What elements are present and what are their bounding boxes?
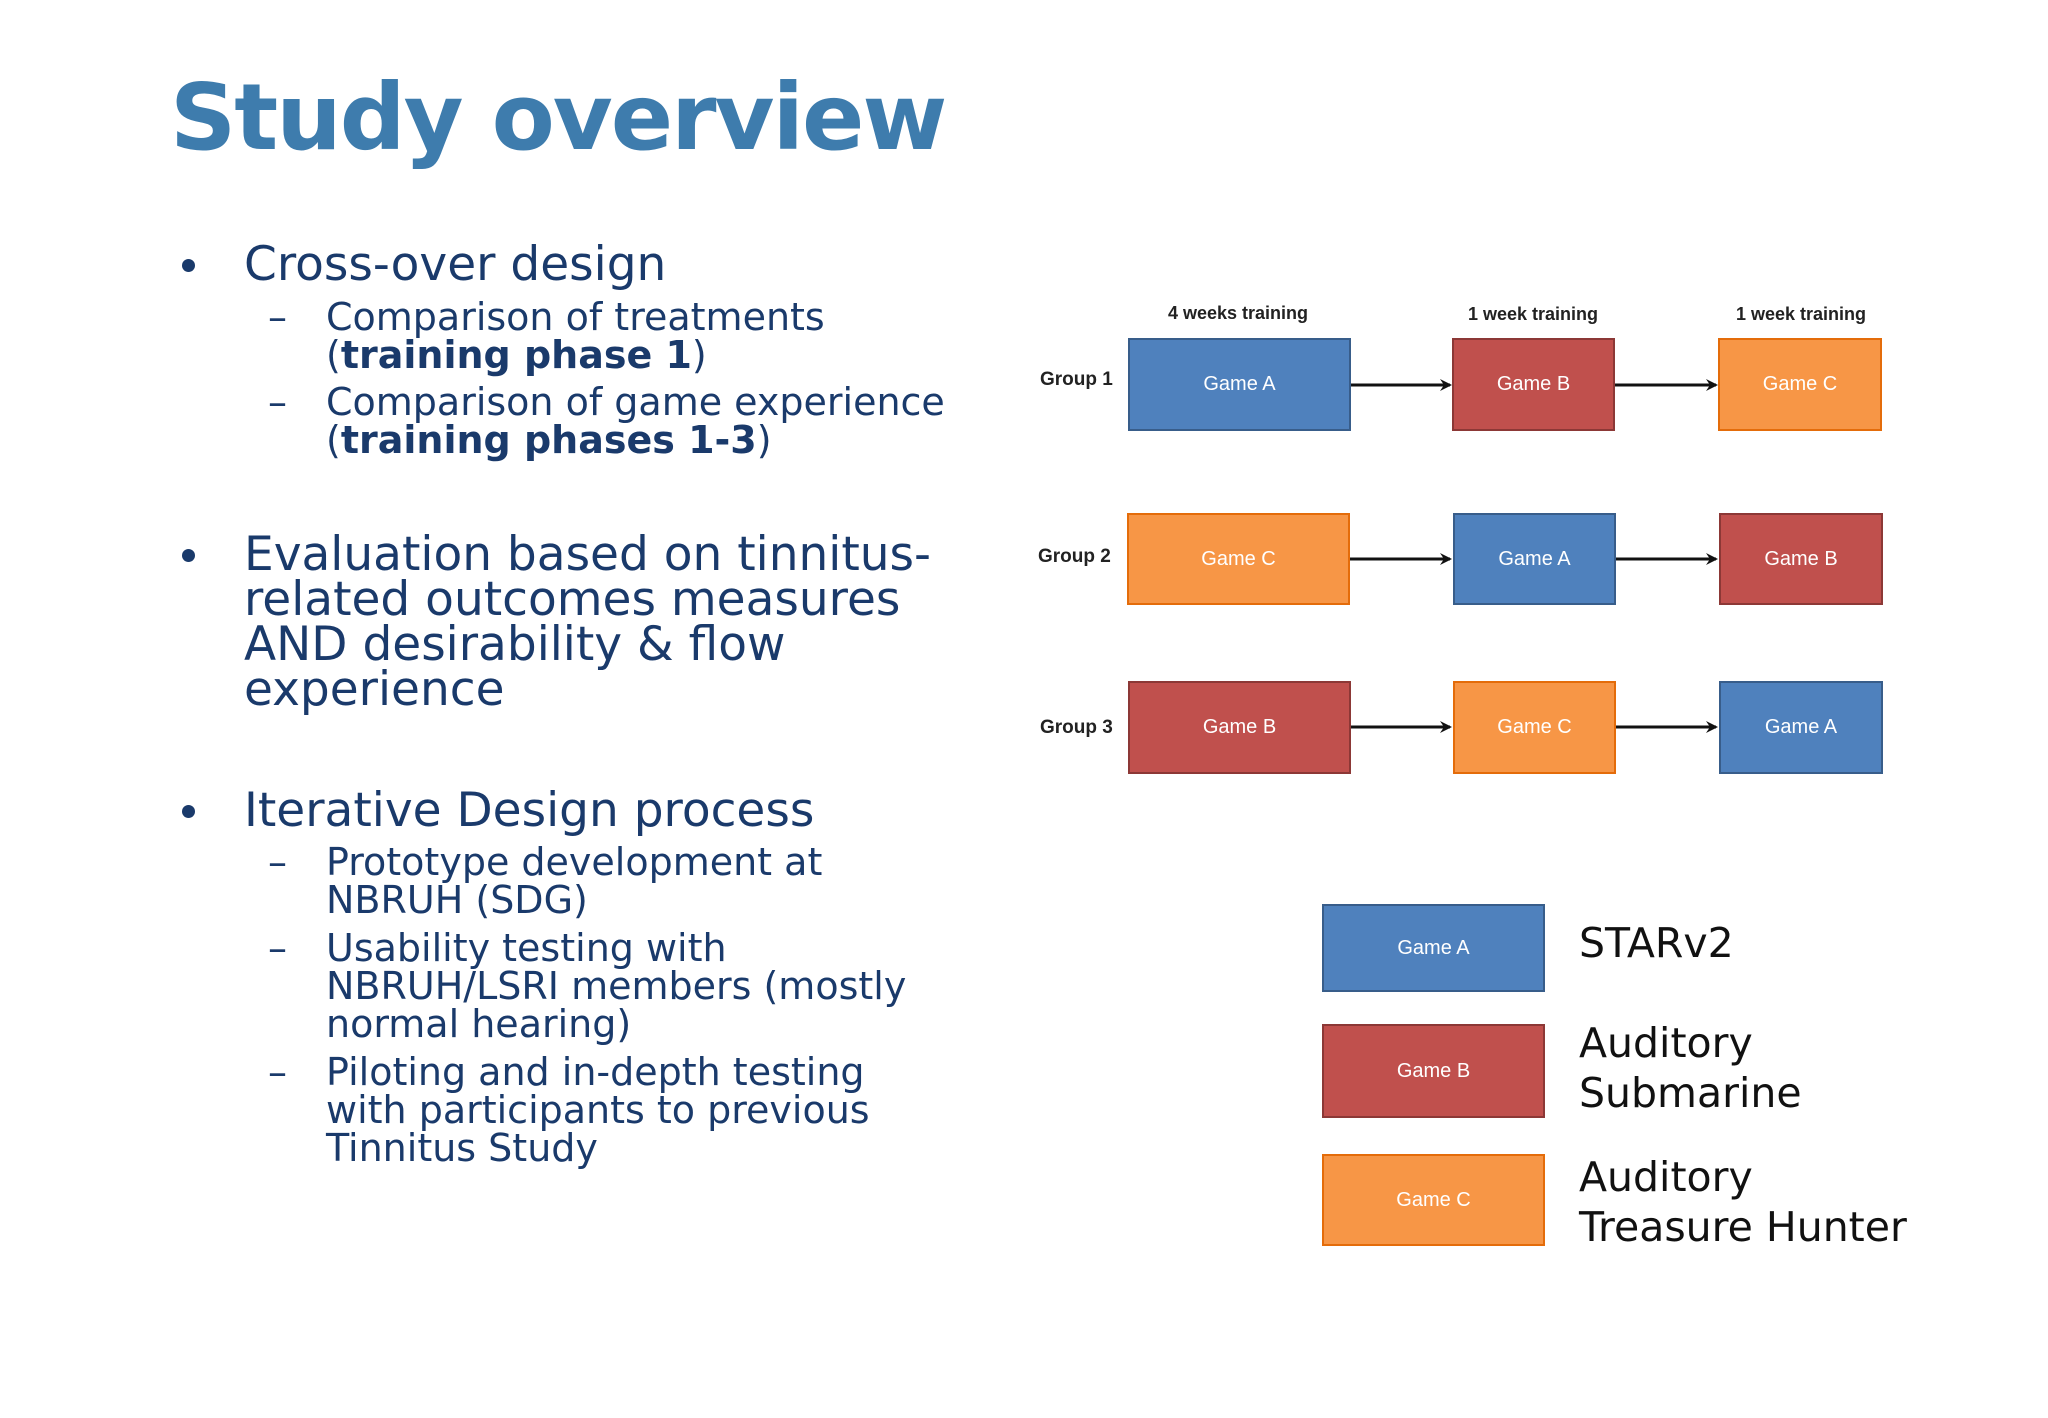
phase-label-2: 1 week training bbox=[1467, 304, 1599, 324]
group-1-phase-2-box: Game B bbox=[1452, 338, 1615, 431]
sub-3-3-line-1: Piloting and in-depth testing bbox=[326, 1050, 865, 1094]
sub-bullet-dash: – bbox=[268, 380, 287, 424]
group-2-phase-2-box: Game A bbox=[1453, 513, 1616, 605]
legend-label-game-b: Auditory Submarine bbox=[1579, 1018, 1802, 1118]
sub-1-1-line-1: Comparison of treatments bbox=[326, 295, 825, 339]
group-3-phase-2-box: Game C bbox=[1453, 681, 1616, 774]
legend-label-game-c: Auditory Treasure Hunter bbox=[1579, 1152, 1907, 1252]
sub-3-1-line-1: Prototype development at bbox=[326, 840, 823, 884]
phase-label-1: 4 weeks training bbox=[1167, 303, 1309, 323]
sub-3-3-line-3: Tinnitus Study bbox=[326, 1126, 598, 1170]
legend-label-game-a: STARv2 bbox=[1579, 918, 1734, 968]
sub-bullet-dash: – bbox=[268, 926, 287, 970]
sub-bullet-dash: – bbox=[268, 1050, 287, 1094]
slide-title: Study overview bbox=[170, 64, 947, 171]
bullet-dot bbox=[182, 805, 195, 818]
legend-line: STARv2 bbox=[1579, 919, 1734, 967]
bullet-1-line-1: Cross-over design bbox=[244, 237, 667, 292]
group-label-2: Group 2 bbox=[1038, 546, 1111, 567]
bullet-2-line-4: experience bbox=[244, 662, 505, 717]
bullet-2-line-3: AND desirability & flow bbox=[244, 617, 786, 672]
sub-1-1-line-2: (training phase 1) bbox=[326, 333, 707, 377]
legend-swatch-game-a: Game A bbox=[1322, 904, 1545, 992]
sub-1-2-line-1: Comparison of game experience bbox=[326, 380, 945, 424]
group-3-phase-3-box: Game A bbox=[1719, 681, 1883, 774]
bullet-2-line-1: Evaluation based on tinnitus- bbox=[244, 527, 932, 582]
group-2-phase-1-box: Game C bbox=[1127, 513, 1350, 605]
bullet-2-line-2: related outcomes measures bbox=[244, 572, 901, 627]
phase-label-3: 1 week training bbox=[1735, 304, 1867, 324]
sub-1-2-line-2: (training phases 1-3) bbox=[326, 418, 772, 462]
legend-swatch-game-b: Game B bbox=[1322, 1024, 1545, 1118]
bullet-dot bbox=[182, 259, 195, 272]
legend-swatch-game-c: Game C bbox=[1322, 1154, 1545, 1246]
legend-line: Auditory bbox=[1579, 1019, 1753, 1067]
sub-bullet-dash: – bbox=[268, 295, 287, 339]
sub-3-2-line-2: NBRUH/LSRI members (mostly bbox=[326, 964, 907, 1008]
legend-line: Auditory bbox=[1579, 1153, 1753, 1201]
group-1-phase-3-box: Game C bbox=[1718, 338, 1882, 431]
group-1-phase-1-box: Game A bbox=[1128, 338, 1351, 431]
group-label-3: Group 3 bbox=[1040, 717, 1113, 738]
legend-line: Submarine bbox=[1579, 1069, 1802, 1117]
sub-3-3-line-2: with participants to previous bbox=[326, 1088, 870, 1132]
sub-3-1-line-2: NBRUH (SDG) bbox=[326, 878, 588, 922]
sub-bullet-dash: – bbox=[268, 840, 287, 884]
group-3-phase-1-box: Game B bbox=[1128, 681, 1351, 774]
bullet-dot bbox=[182, 549, 195, 562]
sub-3-2-line-3: normal hearing) bbox=[326, 1002, 632, 1046]
bullet-3-line-1: Iterative Design process bbox=[244, 783, 815, 838]
sub-3-2-line-1: Usability testing with bbox=[326, 926, 727, 970]
legend-line: Treasure Hunter bbox=[1579, 1203, 1907, 1251]
group-label-1: Group 1 bbox=[1040, 369, 1113, 390]
group-2-phase-3-box: Game B bbox=[1719, 513, 1883, 605]
